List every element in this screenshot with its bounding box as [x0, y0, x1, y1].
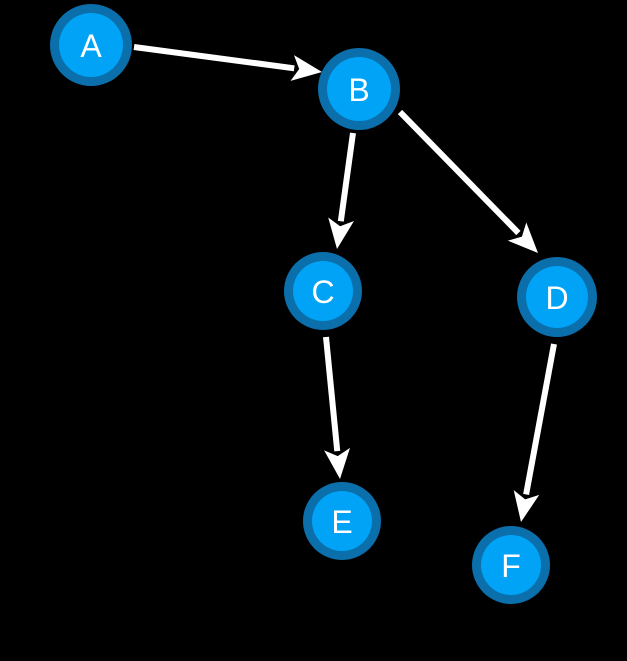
edge-arrowhead-C-E — [324, 447, 350, 479]
edge-layer — [133, 44, 557, 522]
graph-edge-A-B[interactable] — [133, 44, 322, 81]
graph-edge-C-E[interactable] — [323, 336, 350, 479]
node-fill-e — [312, 491, 372, 551]
graph-node-c[interactable]: C — [284, 252, 362, 330]
edge-shaft-C-E — [323, 336, 341, 452]
graph-edge-D-F[interactable] — [513, 343, 557, 522]
edge-arrowhead-D-F — [513, 490, 540, 522]
edge-shaft-A-B — [133, 44, 295, 72]
node-layer: A B C D E F — [50, 4, 597, 604]
edge-shaft-D-F — [523, 343, 557, 496]
edge-shaft-B-D — [397, 109, 521, 236]
graph-node-a[interactable]: A — [50, 4, 132, 86]
node-fill-a — [59, 13, 123, 77]
edge-arrowhead-B-D — [507, 222, 538, 253]
node-fill-f — [481, 535, 541, 595]
edge-arrowhead-A-B — [290, 55, 322, 81]
edge-shaft-B-C — [337, 132, 356, 222]
node-fill-d — [526, 266, 588, 328]
graph-edge-B-D[interactable] — [397, 109, 538, 253]
graph-node-f[interactable]: F — [472, 526, 550, 604]
graph-node-b[interactable]: B — [318, 48, 400, 130]
graph-node-d[interactable]: D — [517, 257, 597, 337]
node-fill-b — [327, 57, 391, 121]
edge-arrowhead-B-C — [328, 217, 354, 249]
node-fill-c — [293, 261, 353, 321]
graph-edge-B-C[interactable] — [328, 132, 356, 249]
graph-node-e[interactable]: E — [303, 482, 381, 560]
